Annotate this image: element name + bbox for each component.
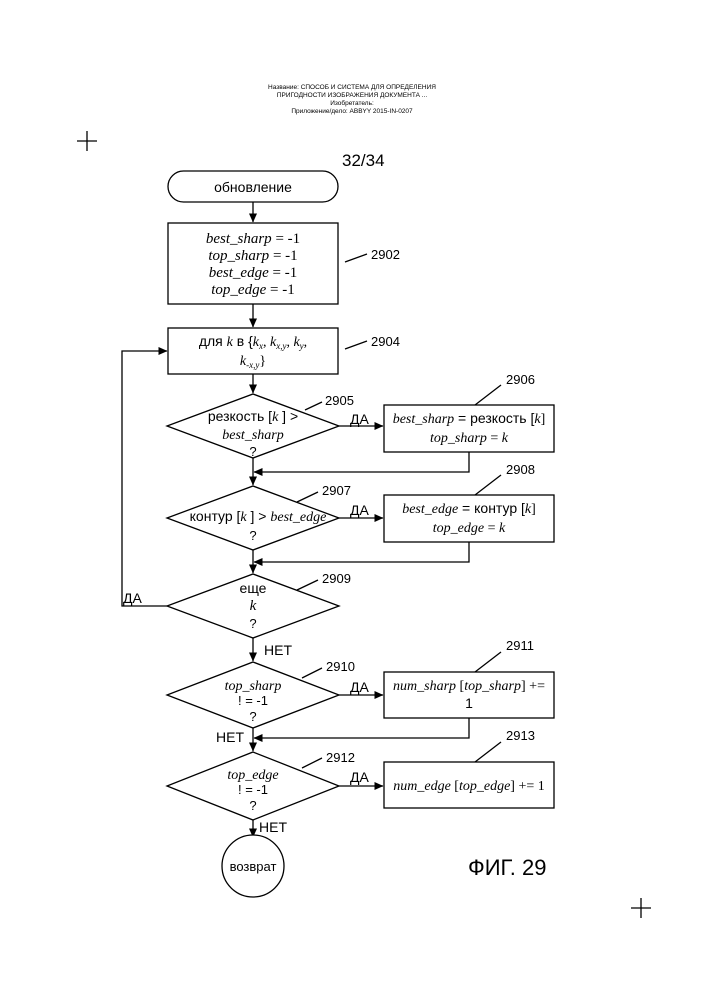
figure-label: ФИГ. 29 — [468, 855, 546, 880]
ref-2912: 2912 — [326, 750, 355, 765]
d2912-yes-label: ДА — [350, 769, 369, 785]
b2906-line-1: best_sharp = резкость [k] — [393, 410, 546, 427]
d2910-no-label: НЕТ — [216, 729, 244, 745]
registration-mark-bottom-right — [631, 898, 651, 918]
ref-2907: 2907 — [322, 483, 351, 498]
b2908-line-2: top_edge = k — [433, 521, 506, 536]
header-title-line2: ПРИГОДНОСТИ ИЗОБРАЖЕНИЯ ДОКУМЕНТА ... — [277, 92, 428, 99]
b2913-line-1: num_edge [top_edge] += 1 — [393, 779, 545, 794]
start-label: обновление — [214, 179, 292, 195]
ref-2911: 2911 — [506, 638, 534, 653]
document-header: Название: СПОСОБ И СИСТЕМА ДЛЯ ОПРЕДЕЛЕН… — [268, 84, 436, 115]
ref-2902: 2902 — [371, 247, 400, 262]
d2907-yes-label: ДА — [350, 502, 369, 518]
b2908-line-1: best_edge = контур [k] — [402, 500, 536, 517]
leader-2908 — [475, 475, 501, 495]
d2910-line-1: top_sharp — [225, 679, 282, 694]
init-line-1: best_sharp = -1 — [206, 231, 300, 247]
leader-2913 — [475, 742, 501, 762]
leader-2902 — [345, 254, 367, 262]
d2912-line-3: ? — [249, 798, 256, 813]
d2905-line-1: резкость [k ] > — [208, 408, 298, 425]
d2912-no-label: НЕТ — [259, 819, 287, 835]
d2905-yes-label: ДА — [350, 411, 369, 427]
d2910-yes-label: ДА — [350, 679, 369, 695]
ref-2909: 2909 — [322, 571, 351, 586]
ref-2905: 2905 — [325, 393, 354, 408]
leader-2906 — [475, 385, 501, 405]
b2911-line-2: 1 — [465, 695, 473, 711]
d2909-line-3: ? — [249, 616, 256, 631]
page-number: 32/34 — [342, 151, 385, 170]
end-label: возврат — [230, 859, 277, 874]
d2909-line-1: еще — [240, 580, 267, 596]
ref-2913: 2913 — [506, 728, 535, 743]
d2910-line-3: ? — [249, 709, 256, 724]
connector-2909-yes-loop — [122, 351, 167, 606]
connector-2911-merge — [254, 718, 469, 738]
d2907-line-1: контур [k ] > best_edge — [190, 508, 327, 525]
ref-2906: 2906 — [506, 372, 535, 387]
loop-line-1: для k в {kx, kx,y, ky, — [199, 333, 307, 351]
leader-2911 — [475, 652, 501, 672]
d2912-line-1: top_edge — [227, 768, 278, 783]
header-application: Приложение/дело: ABBYY 2015-IN-0207 — [291, 108, 413, 115]
init-line-2: top_sharp = -1 — [208, 248, 297, 264]
leader-2907 — [297, 492, 318, 502]
d2909-yes-label: ДА — [123, 590, 142, 606]
ref-2908: 2908 — [506, 462, 535, 477]
d2907-line-2: ? — [249, 528, 256, 543]
b2911-line-1: num_sharp [top_sharp] += — [393, 679, 545, 694]
leader-2904 — [345, 341, 367, 349]
connector-2906-merge — [254, 452, 469, 472]
ref-2910: 2910 — [326, 659, 355, 674]
d2909-no-label: НЕТ — [264, 642, 292, 658]
d2905-line-2: best_sharp — [222, 428, 283, 443]
connector-2908-merge — [254, 542, 469, 562]
leader-2910 — [302, 668, 322, 678]
init-line-3: best_edge = -1 — [209, 265, 297, 281]
leader-2909 — [297, 580, 318, 590]
d2912-line-2: ! = -1 — [238, 782, 268, 797]
d2905-line-3: ? — [249, 444, 256, 459]
leader-2905 — [305, 402, 322, 410]
header-inventor: Изобретатель: — [330, 99, 374, 107]
d2909-line-2: k — [250, 598, 257, 614]
ref-2904: 2904 — [371, 334, 400, 349]
leader-2912 — [302, 758, 322, 768]
b2906-line-2: top_sharp = k — [430, 431, 509, 446]
init-line-4: top_edge = -1 — [211, 282, 294, 298]
d2910-line-2: ! = -1 — [238, 693, 268, 708]
header-title-line1: Название: СПОСОБ И СИСТЕМА ДЛЯ ОПРЕДЕЛЕН… — [268, 84, 436, 91]
registration-mark-top-left — [77, 131, 97, 151]
